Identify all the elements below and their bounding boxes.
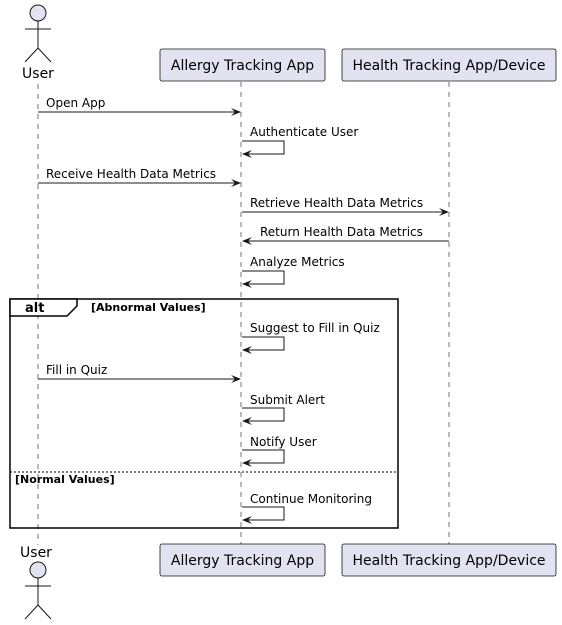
self-message-arrow <box>242 140 285 158</box>
message-submit-alert: Submit Alert <box>242 393 325 425</box>
participant-health-device-label-bottom: Health Tracking App/Device <box>352 553 545 569</box>
participant-allergy-app-label-bottom: Allergy Tracking App <box>171 553 314 569</box>
participant-health-device-label: Health Tracking App/Device <box>352 58 545 74</box>
message-label: Analyze Metrics <box>250 255 345 269</box>
participant-health-device-box <box>341 48 557 82</box>
actor-user-top: User <box>22 4 54 82</box>
message-continue-monitoring: Continue Monitoring <box>242 492 372 524</box>
message-label: Return Health Data Metrics <box>260 225 423 239</box>
self-message-arrow <box>242 449 285 467</box>
message-label: Open App <box>46 96 105 110</box>
actor-user-bottom: User <box>20 545 52 620</box>
message-retrieve-health-data-metrics: Retrieve Health Data Metrics <box>242 196 449 216</box>
message-label: Receive Health Data Metrics <box>46 167 216 181</box>
message-notify-user: Notify User <box>242 435 317 467</box>
message-label: Suggest to Fill in Quiz <box>250 321 380 335</box>
alt-fragment-frame <box>9 298 399 529</box>
actor-user-icon <box>24 4 52 63</box>
message-open-app: Open App <box>38 96 241 116</box>
alt-fragment: alt [Abnormal Values] [Normal Values] <box>9 298 399 529</box>
message-analyze-metrics: Analyze Metrics <box>242 255 345 288</box>
alt-fragment-keyword: alt <box>25 301 44 316</box>
message-label: Continue Monitoring <box>250 492 372 506</box>
actor-user-label: User <box>22 66 54 82</box>
message-receive-health-data-metrics: Receive Health Data Metrics <box>38 167 241 187</box>
actor-user-icon-bottom <box>24 561 52 620</box>
message-label: Fill in Quiz <box>46 363 107 377</box>
actor-user-label-bottom: User <box>20 545 52 561</box>
participant-allergy-app-bottom: Allergy Tracking App <box>159 543 326 577</box>
self-message-arrow <box>242 506 285 524</box>
participant-allergy-app-box-bottom <box>159 543 326 577</box>
message-authenticate-user: Authenticate User <box>242 125 358 158</box>
message-label: Notify User <box>250 435 317 449</box>
message-suggest-to-fill-in-quiz: Suggest to Fill in Quiz <box>242 321 380 354</box>
participant-health-device-bottom: Health Tracking App/Device <box>341 543 557 577</box>
message-label: Submit Alert <box>250 393 325 407</box>
participant-allergy-app-label: Allergy Tracking App <box>171 58 314 74</box>
participant-health-device-top: Health Tracking App/Device <box>341 48 557 82</box>
participant-allergy-app-top: Allergy Tracking App <box>159 48 326 82</box>
participant-allergy-app-box <box>159 48 326 82</box>
participant-health-device-box-bottom <box>341 543 557 577</box>
message-return-health-data-metrics: Return Health Data Metrics <box>242 225 449 245</box>
self-message-arrow <box>242 407 285 425</box>
message-label: Authenticate User <box>250 125 358 139</box>
message-label: Retrieve Health Data Metrics <box>250 196 423 210</box>
self-message-arrow <box>242 270 285 288</box>
alt-fragment-tab <box>9 298 78 317</box>
self-message-arrow <box>242 336 285 354</box>
alt-guard-abnormal: [Abnormal Values] <box>91 301 206 314</box>
message-fill-in-quiz: Fill in Quiz <box>38 363 241 383</box>
alt-guard-normal: [Normal Values] <box>15 473 115 486</box>
